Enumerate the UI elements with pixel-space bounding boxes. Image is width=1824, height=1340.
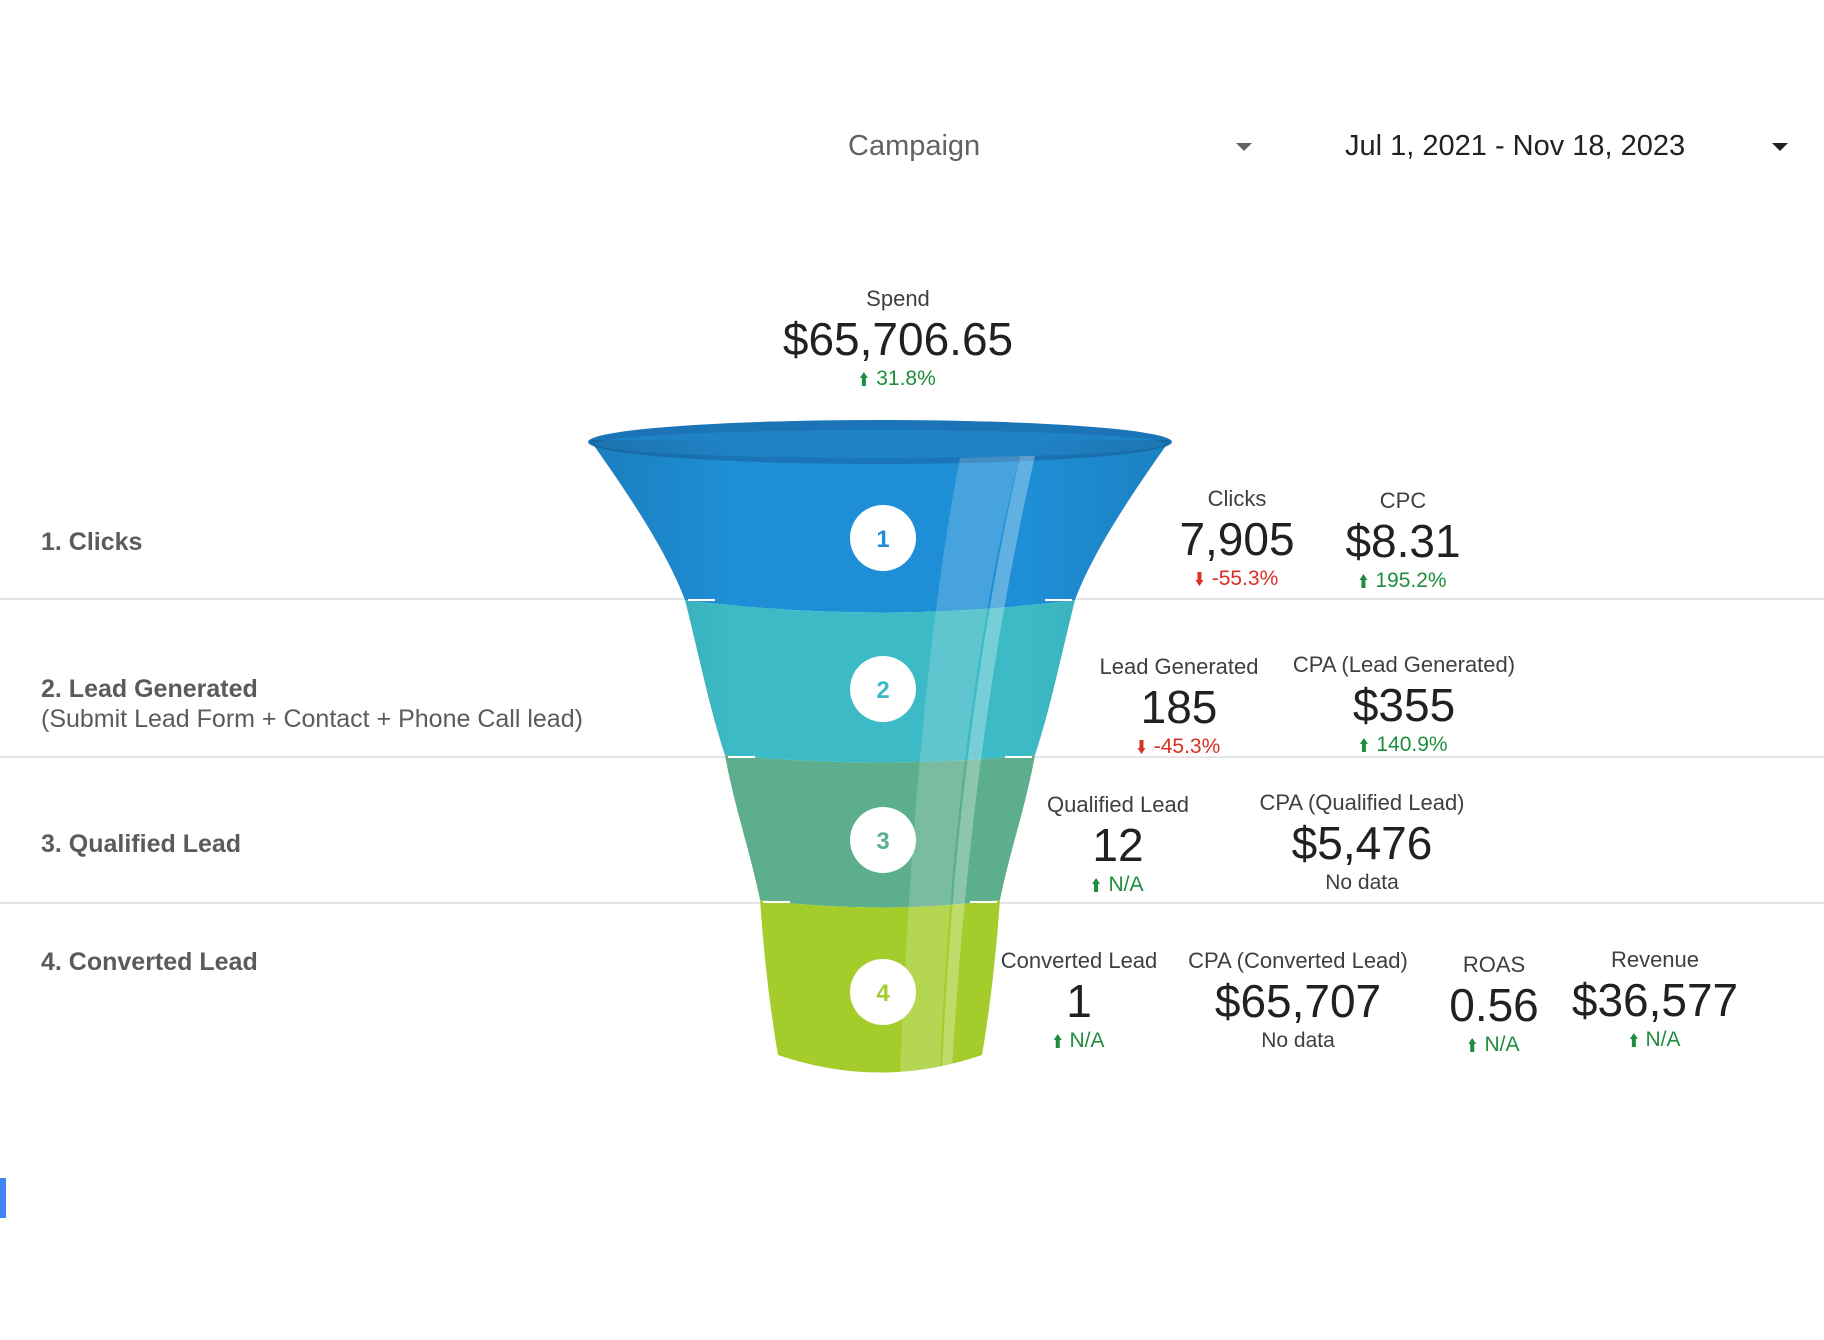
stage-label-qualified-lead: 3. Qualified Lead — [41, 830, 242, 858]
lead-generated-value: 185 — [1140, 681, 1218, 733]
sidebar-edge-indicator — [0, 1178, 6, 1218]
converted-lead-value: 1 — [1066, 975, 1092, 1027]
clicks-scorecard: Clicks 7,905 -55.3% — [1179, 486, 1294, 592]
cpc-scorecard: CPC $8.31 195.2% — [1345, 488, 1460, 594]
stage-label-lead-generated: 2. Lead Generated — [41, 675, 258, 703]
qualified-lead-value: 12 — [1092, 819, 1144, 871]
cpc-label: CPC — [1379, 488, 1427, 513]
stage-3-badge: 3 — [850, 807, 916, 873]
stage-4-number: 4 — [876, 980, 890, 1007]
converted-lead-change: N/A — [1069, 1029, 1105, 1052]
cpa-converted-lead-label: CPA (Converted Lead) — [1188, 948, 1408, 973]
cpa-qualified-lead-scorecard: CPA (Qualified Lead) $5,476 No data — [1259, 790, 1464, 896]
spend-change: 31.8% — [783, 366, 1013, 392]
campaign-filter-label: Campaign — [848, 129, 981, 162]
revenue-label: Revenue — [1610, 947, 1700, 972]
cpa-lead-generated-scorecard: CPA (Lead Generated) $355 140.9% — [1293, 652, 1515, 758]
arrow-up-icon — [860, 372, 869, 386]
campaign-filter-dropdown[interactable]: Campaign — [848, 118, 1252, 174]
roas-value: 0.56 — [1449, 979, 1539, 1031]
arrow-up-icon — [1092, 878, 1101, 892]
arrow-up-icon — [1053, 1034, 1062, 1048]
cpa-converted-lead-scorecard: CPA (Converted Lead) $65,707 No data — [1188, 948, 1408, 1054]
spend-label: Spend — [866, 286, 930, 311]
arrow-down-icon — [1195, 572, 1204, 586]
clicks-label: Clicks — [1207, 486, 1267, 511]
chevron-down-icon — [1772, 143, 1788, 151]
roas-scorecard: ROAS 0.56 N/A — [1449, 952, 1539, 1058]
roas-label: ROAS — [1462, 952, 1526, 977]
revenue-value: $36,577 — [1571, 974, 1739, 1026]
clicks-change: -55.3% — [1211, 567, 1279, 590]
roas-change: N/A — [1484, 1033, 1520, 1056]
funnel-graphic: 1 2 3 4 — [588, 420, 1172, 1074]
cpa-lead-generated-label: CPA (Lead Generated) — [1292, 652, 1516, 677]
qualified-lead-scorecard: Qualified Lead 12 N/A — [1047, 792, 1189, 898]
stage-3-number: 3 — [876, 828, 889, 855]
revenue-change: N/A — [1645, 1028, 1681, 1051]
spend-value: $65,706.65 — [782, 313, 1014, 365]
lead-generated-scorecard: Lead Generated 185 -45.3% — [1099, 654, 1258, 760]
stage-2-badge: 2 — [850, 656, 916, 722]
cpa-converted-lead-change: No data — [1261, 1029, 1335, 1052]
arrow-up-icon — [1629, 1033, 1638, 1047]
stage-sublabel-lead-generated: (Submit Lead Form + Contact + Phone Call… — [41, 705, 583, 733]
chevron-down-icon — [1236, 143, 1252, 151]
date-range-label: Jul 1, 2021 - Nov 18, 2023 — [1345, 129, 1686, 162]
arrow-down-icon — [1137, 740, 1146, 754]
cpa-qualified-lead-label: CPA (Qualified Lead) — [1259, 790, 1465, 815]
arrow-up-icon — [1468, 1038, 1477, 1052]
cpa-lead-generated-value: $355 — [1352, 679, 1456, 731]
qualified-lead-label: Qualified Lead — [1047, 792, 1189, 817]
spend-scorecard: Spend $65,706.65 31.8% — [783, 286, 1013, 392]
cpc-value: $8.31 — [1345, 515, 1461, 567]
cpa-lead-generated-change: 140.9% — [1376, 733, 1448, 756]
stage-4-badge: 4 — [850, 959, 916, 1025]
stage-label-converted-lead: 4. Converted Lead — [41, 948, 258, 976]
qualified-lead-change: N/A — [1108, 873, 1144, 896]
cpa-converted-lead-value: $65,707 — [1214, 975, 1382, 1027]
converted-lead-scorecard: Converted Lead 1 N/A — [1001, 948, 1158, 1054]
lead-generated-change: -45.3% — [1153, 735, 1221, 758]
stage-1-badge: 1 — [850, 505, 916, 571]
lead-generated-label: Lead Generated — [1099, 654, 1259, 679]
stage-1-number: 1 — [876, 526, 889, 553]
converted-lead-label: Converted Lead — [1000, 948, 1158, 973]
date-range-dropdown[interactable]: Jul 1, 2021 - Nov 18, 2023 — [1345, 118, 1793, 174]
cpa-qualified-lead-value: $5,476 — [1291, 817, 1433, 869]
stage-2-number: 2 — [876, 677, 889, 704]
stage-label-clicks: 1. Clicks — [41, 528, 143, 556]
clicks-value: 7,905 — [1179, 513, 1295, 565]
spend-change-text: 31.8% — [876, 367, 936, 390]
revenue-scorecard: Revenue $36,577 N/A — [1572, 947, 1738, 1053]
cpc-change: 195.2% — [1375, 569, 1447, 592]
arrow-up-icon — [1360, 738, 1369, 752]
arrow-up-icon — [1359, 574, 1368, 588]
cpa-qualified-lead-change: No data — [1325, 871, 1399, 894]
